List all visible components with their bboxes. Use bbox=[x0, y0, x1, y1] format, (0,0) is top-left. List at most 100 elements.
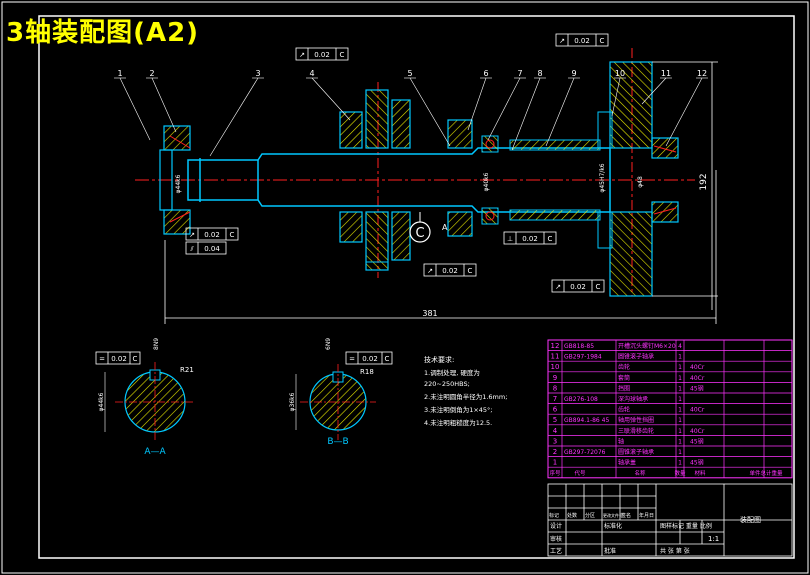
tolerance-datum: C bbox=[340, 51, 345, 59]
datum-a-label: A bbox=[442, 223, 448, 232]
right-bearing-11 bbox=[651, 137, 679, 223]
bom-cell: 齿轮 bbox=[618, 363, 630, 371]
tolerance-value: 0.02 bbox=[314, 51, 330, 59]
tolerance-symbol: ↗ bbox=[299, 51, 305, 59]
bom-cell: 45钢 bbox=[690, 384, 704, 392]
section-a-a: φ44k6 8N9 R21 A—A = 0.02 C bbox=[95, 338, 195, 457]
title-block bbox=[547, 483, 793, 557]
diameter-label-1: φ44k6 bbox=[175, 174, 182, 193]
bom-cell: 1 bbox=[678, 417, 682, 424]
title-block-label-std: 标准化 bbox=[604, 522, 622, 530]
balloon-leader bbox=[311, 77, 351, 121]
tolerance-datum: C bbox=[596, 283, 601, 291]
bom-header-cell: 名称 bbox=[634, 469, 646, 477]
datum-c-label: C bbox=[415, 226, 424, 241]
overall-length-dimension: 381 bbox=[164, 170, 717, 324]
balloon-number: 7 bbox=[517, 69, 522, 78]
tech-heading: 技术要求: bbox=[424, 355, 454, 364]
sleeve-9 bbox=[509, 139, 601, 221]
balloon-leader bbox=[151, 77, 177, 133]
title-block-label-count: 处数 bbox=[567, 512, 577, 519]
bom-cell: 1 bbox=[678, 364, 682, 371]
tolerance-datum: C bbox=[468, 267, 473, 275]
tolerance-value: 0.02 bbox=[574, 37, 590, 45]
bom-header-cell: 序号 bbox=[549, 469, 561, 477]
bom-cell: 1 bbox=[678, 385, 682, 392]
title-block-sheet: 共 张 第 张 bbox=[660, 547, 690, 555]
tolerance-frame bbox=[185, 227, 239, 241]
balloon-leader bbox=[209, 77, 259, 157]
section-aa-label: A—A bbox=[144, 447, 166, 457]
diameter-label-3: φ45H7/k6 bbox=[599, 163, 606, 192]
section-b-b: φ36k6 6N9 R18 B—B = 0.02 C bbox=[289, 338, 393, 447]
balloon-number: 12 bbox=[697, 69, 707, 78]
bom-cell: 轴承盖 bbox=[618, 459, 636, 467]
tolerance-symbol: ⊥ bbox=[507, 235, 513, 243]
section-bb-depth: φ36k6 bbox=[289, 392, 296, 411]
bom-cell: 2 bbox=[553, 448, 557, 456]
balloon-number: 11 bbox=[661, 69, 671, 78]
tech-line-4: 3.未注明倒角为1×45°; bbox=[424, 405, 493, 414]
section-aa-keywidth: 8N9 bbox=[153, 338, 160, 350]
bom-cell: 挡圈 bbox=[618, 384, 630, 392]
balloon-leader bbox=[665, 77, 703, 147]
title-block-label-change: 更改文件号 bbox=[603, 512, 623, 518]
bom-cell: 1 bbox=[553, 459, 557, 467]
title-block-label-review: 审核 bbox=[550, 535, 562, 543]
bom-cell: 11 bbox=[551, 353, 560, 361]
bom-cell: GB297-1984 bbox=[564, 354, 602, 361]
overall-height-dimension: 192 bbox=[652, 61, 718, 310]
title-block-label-design: 设计 bbox=[550, 522, 562, 530]
bom-header-cell: 材料 bbox=[694, 469, 706, 477]
bom-cell: GB297-72076 bbox=[564, 449, 606, 456]
bom-cell: 1 bbox=[678, 354, 682, 361]
title-block-label-date: 年月日 bbox=[639, 512, 654, 519]
title-block-label-process: 工艺 bbox=[550, 547, 562, 555]
bom-cell: 1 bbox=[678, 460, 682, 467]
tolerance-frame bbox=[551, 279, 605, 293]
bom-cell: 10 bbox=[551, 363, 560, 371]
bom-cell: 6 bbox=[553, 406, 558, 414]
bom-cell: 套筒 bbox=[618, 374, 630, 382]
balloon-leader bbox=[467, 77, 487, 131]
bom-cell: 1 bbox=[678, 428, 682, 435]
tolerance-frame bbox=[423, 263, 477, 277]
section-aa-tol: 0.02 bbox=[111, 355, 127, 363]
bom-cell: 圆锥滚子轴承 bbox=[618, 353, 654, 361]
balloon-leader bbox=[545, 77, 575, 147]
balloon-number: 9 bbox=[571, 69, 576, 78]
bom-cell: 5 bbox=[553, 416, 557, 424]
section-aa-depth: φ44k6 bbox=[98, 392, 105, 411]
bom-cell: 圆锥滚子轴承 bbox=[618, 448, 654, 456]
balloon-number: 8 bbox=[537, 69, 542, 78]
overall-length-value: 381 bbox=[422, 309, 437, 318]
bom-cell: 1 bbox=[678, 396, 682, 403]
balloon-leader bbox=[641, 77, 667, 105]
bom-cell: 开槽沉头螺钉M6×20 bbox=[618, 342, 676, 350]
balloon-leader bbox=[409, 77, 451, 147]
title-block-scale: 1:1 bbox=[708, 535, 719, 543]
section-bb-ref: C bbox=[385, 355, 390, 363]
bom-header-cell: 单件总计重量 bbox=[749, 469, 783, 477]
balloon-number: 3 bbox=[255, 69, 260, 78]
section-bb-label: B—B bbox=[327, 437, 348, 447]
tolerance-value: 0.02 bbox=[204, 231, 220, 239]
bom-cell: 轴用弹性挡圈 bbox=[618, 416, 654, 424]
bom-cell: 9 bbox=[553, 374, 557, 382]
title-block-marks: 图样标记 重量 比例 bbox=[660, 522, 712, 530]
technical-requirements: 技术要求: 1.调制处理, 硬度为 220~250HBS; 2.未注明圆角半径为… bbox=[424, 355, 507, 427]
overall-height-value: 192 bbox=[699, 173, 709, 190]
title-block-label-mark: 标记 bbox=[549, 512, 559, 519]
bom-cell: 三联滑移齿轮 bbox=[618, 427, 654, 435]
drawing-title: 3轴装配图(A2) bbox=[6, 18, 200, 48]
bom-cell: 4 bbox=[678, 343, 682, 350]
section-aa-radius: R21 bbox=[180, 366, 194, 374]
balloon-number: 2 bbox=[149, 69, 154, 78]
tolerance-symbol: ⫽ bbox=[189, 245, 194, 253]
tolerance-frame bbox=[503, 231, 557, 245]
bom-cell: 轴 bbox=[618, 437, 624, 445]
tolerance-value: 0.02 bbox=[522, 235, 538, 243]
bom-cell: 40Cr bbox=[690, 375, 705, 382]
